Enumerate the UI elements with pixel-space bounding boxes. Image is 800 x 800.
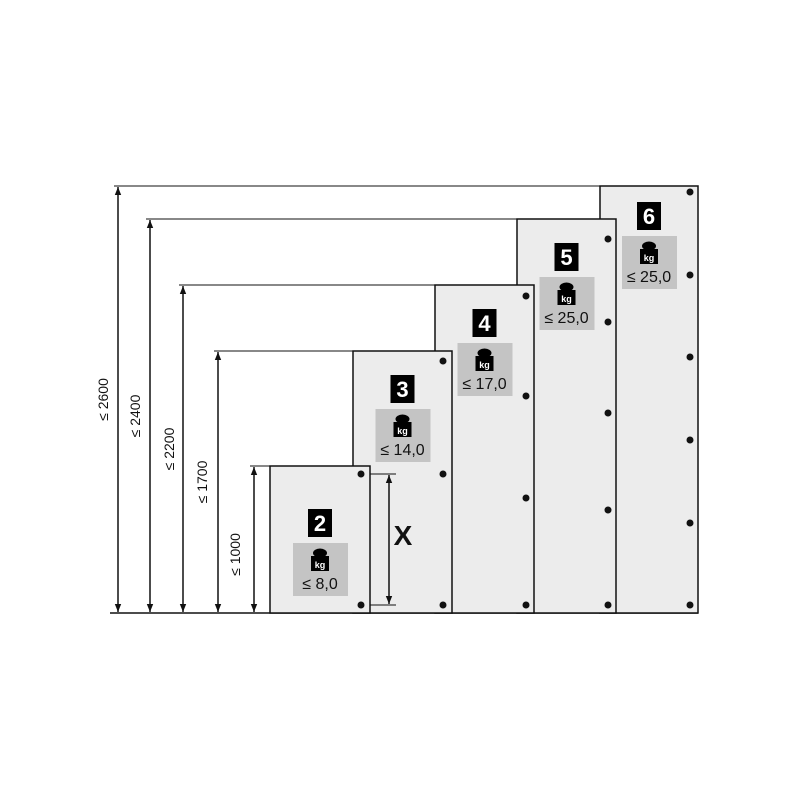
weight-handle	[477, 348, 492, 358]
panel-number-badge	[390, 375, 415, 403]
mounting-hole-dot	[604, 235, 612, 243]
weight-body	[557, 290, 576, 305]
mounting-hole-dot	[686, 353, 694, 361]
mounting-hole-dot	[439, 357, 447, 365]
panel-number: 4	[478, 311, 491, 336]
kg-weight-icon: kg	[640, 241, 658, 264]
kg-weight-icon: kg	[475, 348, 494, 371]
mounting-hole-dot	[686, 519, 694, 527]
weight-limit: ≤ 25,0	[544, 310, 588, 327]
mounting-hole-dot	[604, 409, 612, 417]
mounting-hole-dot	[522, 494, 530, 502]
mounting-hole-dot	[604, 506, 612, 514]
kg-weight-icon: kg	[311, 548, 329, 571]
panel-number-badge	[308, 509, 332, 537]
mounting-hole-dot	[357, 470, 365, 478]
panel-number-badge	[554, 243, 579, 271]
height-dimension-3: ≤ 1700	[194, 350, 353, 612]
mounting-hole-dot	[439, 470, 447, 478]
weight-handle	[642, 241, 656, 251]
height-label: ≤ 2400	[127, 394, 143, 437]
height-label: ≤ 1000	[227, 533, 243, 576]
mounting-hole-dot	[604, 601, 612, 609]
kg-text: kg	[479, 360, 490, 370]
mounting-hole-dot	[522, 392, 530, 400]
weight-handle	[559, 282, 574, 292]
height-label: ≤ 2600	[95, 378, 111, 421]
weight-limit: ≤ 17,0	[462, 376, 506, 393]
height-dimension-2: ≤ 1000	[227, 465, 270, 612]
mounting-hole-dot	[686, 601, 694, 609]
kg-text: kg	[561, 294, 572, 304]
panel-number: 6	[643, 204, 655, 229]
weight-handle	[313, 548, 327, 558]
weight-handle	[395, 414, 410, 424]
mounting-hole-dot	[522, 601, 530, 609]
panel-number: 5	[560, 245, 572, 270]
mounting-hole-dot	[686, 271, 694, 279]
mounting-hole-dot	[686, 436, 694, 444]
kg-weight-icon: kg	[557, 282, 576, 305]
mounting-hole-dot	[686, 188, 694, 196]
height-label: ≤ 1700	[194, 460, 210, 503]
mounting-hole-dot	[522, 292, 530, 300]
weight-limit: ≤ 8,0	[302, 576, 338, 593]
height-label: ≤ 2200	[161, 427, 177, 470]
kg-weight-icon: kg	[393, 414, 412, 437]
panel-2: 2 kg ≤ 8,0	[269, 465, 371, 614]
height-dimension-4: ≤ 2200	[161, 284, 435, 612]
panel-number-badge	[472, 309, 497, 337]
mounting-hole-dot	[604, 318, 612, 326]
panel-number-badge	[637, 202, 661, 230]
panel-number: 2	[314, 511, 326, 536]
kg-text: kg	[644, 253, 655, 263]
mounting-hole-dot	[357, 601, 365, 609]
weight-limit: ≤ 25,0	[627, 269, 671, 286]
panel-number: 3	[396, 377, 408, 402]
weight-body	[640, 249, 658, 264]
weight-body	[311, 556, 329, 571]
height-dimension-5: ≤ 2400	[127, 218, 517, 612]
x-dimension: X	[370, 473, 413, 606]
kg-text: kg	[397, 426, 408, 436]
weight-body	[393, 422, 412, 437]
height-dimension-6: ≤ 2600	[95, 185, 600, 612]
x-label: X	[394, 520, 413, 551]
kg-text: kg	[315, 560, 326, 570]
weight-limit: ≤ 14,0	[380, 442, 424, 459]
mounting-hole-dot	[439, 601, 447, 609]
weight-body	[475, 356, 494, 371]
